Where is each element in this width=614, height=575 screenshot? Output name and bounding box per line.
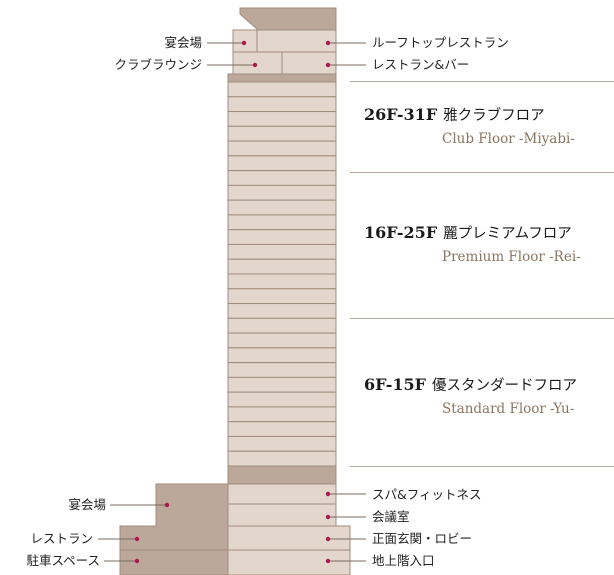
leader-restaurant-bar-dot xyxy=(325,62,331,68)
tower-floor xyxy=(227,81,337,98)
spa-fitness-block xyxy=(227,483,337,505)
leader-lobby-dot xyxy=(325,536,331,542)
banquet-top-block xyxy=(232,29,258,53)
tower-floor xyxy=(227,140,337,157)
tower-floor xyxy=(227,435,337,452)
label-banquet-top: 宴会場 xyxy=(164,35,202,50)
club-lounge-block xyxy=(232,51,283,75)
tower-floor xyxy=(227,362,337,378)
label-conference: 会議室 xyxy=(372,509,410,524)
leader-parking-dot xyxy=(134,558,140,564)
floor-club-range: 26F-31F xyxy=(364,105,438,124)
leader-rooftop-dot xyxy=(325,40,331,46)
floor-club-en: Club Floor -Miyabi- xyxy=(442,131,575,147)
label-banquet-bottom: 宴会場 xyxy=(68,497,106,512)
tower-floor xyxy=(227,450,337,467)
leader-banquet-bottom-dot xyxy=(164,502,170,508)
floor-standard-range: 6F-15F xyxy=(364,375,427,394)
tower-floor xyxy=(227,96,337,113)
label-rooftop-restaurant: ルーフトップレストラン xyxy=(372,35,509,50)
floor-premium-en: Premium Floor -Rei- xyxy=(442,249,581,265)
separator-line xyxy=(350,466,614,467)
floor-standard-title: 6F-15F 優スタンダードフロア xyxy=(364,374,577,395)
tower-floor xyxy=(227,170,337,186)
separator-line xyxy=(350,172,614,173)
tower-floor xyxy=(227,347,337,364)
leader-conference-dot xyxy=(325,514,331,520)
tower-floor xyxy=(227,288,337,305)
tower-floor xyxy=(227,317,337,334)
tower-floor xyxy=(227,184,337,201)
separator-line xyxy=(350,318,614,319)
entrance-block xyxy=(227,549,351,575)
leader-club-lounge-dot xyxy=(252,62,258,68)
tower-floor xyxy=(227,243,337,260)
tower-floor xyxy=(227,229,337,245)
tower-floor xyxy=(227,125,337,142)
floor-club-title: 26F-31F 雅クラブフロア xyxy=(364,104,545,125)
leader-entrance-dot xyxy=(325,558,331,564)
tower-floor xyxy=(227,332,337,349)
tower-floor xyxy=(227,155,337,172)
label-club-lounge: クラブラウンジ xyxy=(114,57,202,72)
label-restaurant-bar: レストラン&バー xyxy=(372,57,470,72)
tower-floor xyxy=(227,214,337,231)
leader-restaurant-bottom-dot xyxy=(134,536,140,542)
leader-spa-dot xyxy=(325,491,331,497)
tower-floor xyxy=(227,376,337,393)
tower-band-bottom xyxy=(227,465,337,485)
tower-floor xyxy=(227,258,337,275)
floor-club-jp: 雅クラブフロア xyxy=(443,108,545,124)
label-restaurant-bottom: レストラン xyxy=(30,531,93,546)
rooftop-restaurant-block xyxy=(256,29,337,53)
label-spa-fitness: スパ&フィットネス xyxy=(372,487,482,502)
tower-floor xyxy=(227,199,337,216)
label-lobby: 正面玄関・ロビー xyxy=(372,531,473,546)
leader-banquet-top-dot xyxy=(241,40,247,46)
floor-premium-range: 16F-25F xyxy=(364,223,438,242)
label-entrance: 地上階入口 xyxy=(372,553,435,568)
floor-standard-jp: 優スタンダードフロア xyxy=(432,378,578,394)
tower-floor xyxy=(227,273,337,290)
separator-line xyxy=(350,81,614,82)
lobby-block xyxy=(227,525,351,551)
tower-floor xyxy=(227,406,337,423)
tower-floor xyxy=(227,303,337,319)
conference-block xyxy=(227,503,337,527)
rooftop-cap xyxy=(239,7,337,31)
floor-premium-jp: 麗プレミアムフロア xyxy=(443,226,572,242)
tower-floor xyxy=(227,421,337,437)
floor-premium-title: 16F-25F 麗プレミアムフロア xyxy=(364,222,572,243)
label-parking: 駐車スペース xyxy=(26,553,100,568)
tower-band-top xyxy=(227,73,337,83)
tower-floor xyxy=(227,391,337,408)
tower-floor xyxy=(227,111,337,127)
floor-standard-en: Standard Floor -Yu- xyxy=(442,401,575,417)
